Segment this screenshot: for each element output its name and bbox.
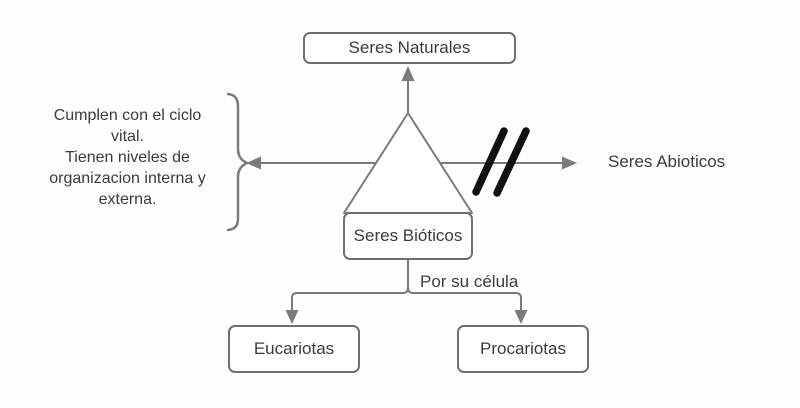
node-procariotas: Procariotas — [457, 325, 589, 373]
node-seres-bioticos: Seres Bióticos — [343, 212, 473, 260]
curly-brace — [226, 92, 251, 232]
node-seres-naturales: Seres Naturales — [303, 32, 516, 64]
down-arrowhead-left-icon — [285, 310, 299, 324]
down-arrowhead-right-icon — [514, 310, 528, 324]
label-seres-abioticos: Seres Abioticos — [608, 152, 726, 171]
node-label: Procariotas — [480, 339, 566, 358]
branch-connector-left — [291, 260, 409, 317]
node-label: Seres Bióticos — [353, 226, 463, 245]
right-arrowhead-icon — [562, 156, 577, 170]
up-arrowhead-icon — [401, 66, 415, 81]
node-label: Seres Naturales — [348, 38, 471, 57]
node-label: Eucariotas — [253, 339, 335, 358]
node-eucariotas: Eucariotas — [228, 325, 360, 373]
branch-connector-right — [407, 287, 522, 317]
branch-label: Por su célula — [420, 272, 519, 291]
left-note-text: Cumplen con el ciclo vital. Tienen nivel… — [49, 107, 206, 208]
not-slash-icon — [493, 127, 530, 197]
left-arrowhead-icon — [246, 156, 261, 170]
not-slash-icon — [472, 127, 508, 196]
